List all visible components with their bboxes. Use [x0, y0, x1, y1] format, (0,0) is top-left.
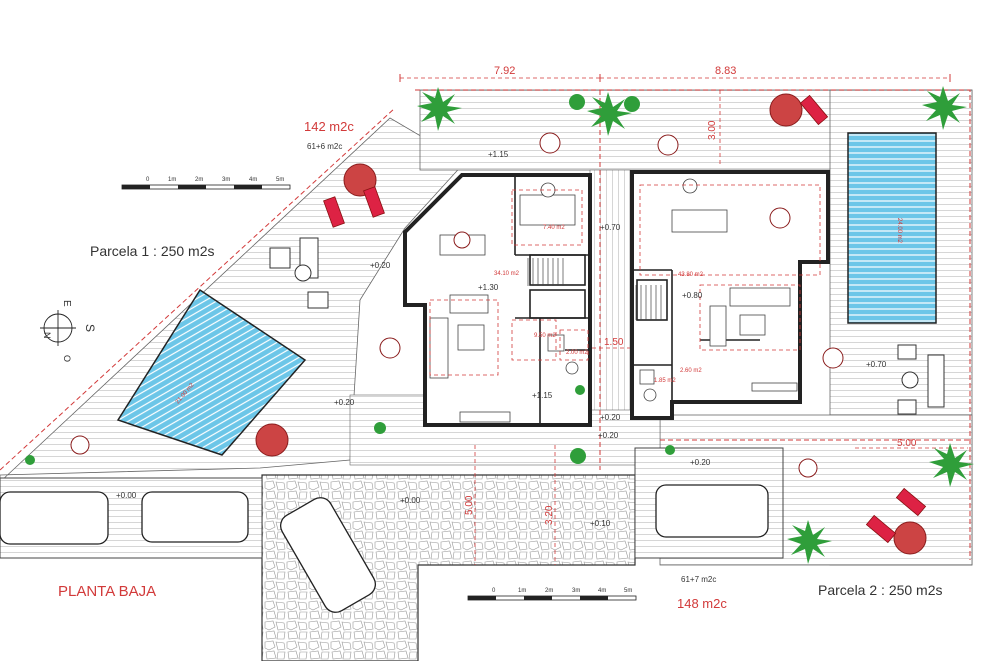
dimension-ticks: [399, 74, 951, 82]
house-2-furniture: [639, 178, 798, 402]
area-1-built: 142 m2c: [304, 119, 354, 134]
room-living-2: 43.80 m2: [678, 272, 704, 278]
room-kitchen-1: 7.40 m2: [543, 225, 565, 231]
scale-1-ticks: 0 1m 2m 3m 4m 5m: [146, 177, 284, 183]
area-1-sub: 61+6 m2c: [307, 142, 342, 151]
compass-e: E: [61, 300, 72, 307]
cars: [0, 484, 769, 613]
pool-parcela-1: [116, 288, 307, 456]
level-6: +0.20: [334, 398, 355, 407]
compass-n: N: [42, 332, 52, 339]
level-8: +0.20: [600, 413, 621, 422]
level-5: +0.80: [682, 291, 703, 300]
scale-bar-2: [467, 595, 637, 601]
plan-title: PLANTA BAJA: [58, 583, 156, 600]
scale-2-ticks: 0 1m 2m 3m 4m 5m: [492, 588, 632, 594]
palm-plants: [25, 86, 974, 564]
area-2-sub: 61+7 m2c: [681, 575, 716, 584]
svg-text:0: 0: [146, 177, 150, 183]
level-3: +0.20: [370, 261, 391, 270]
umbrella-tables: [70, 93, 927, 555]
svg-text:2m: 2m: [195, 177, 203, 183]
svg-text:1m: 1m: [168, 177, 176, 183]
level-14: +0.20: [598, 431, 619, 440]
scale-bar-1: [121, 184, 291, 190]
deck-divider-strip: [589, 169, 631, 411]
level-13: +0.20: [690, 458, 711, 467]
boundary-top: [415, 89, 971, 560]
level-12: +0.10: [590, 519, 611, 528]
parcela-2-label: Parcela 2 : 250 m2s: [818, 582, 943, 598]
svg-text:4m: 4m: [249, 177, 257, 183]
svg-text:4m: 4m: [598, 588, 606, 594]
level-2: +0.70: [600, 223, 621, 232]
room-living-1: 34.10 m2: [494, 271, 520, 277]
level-4: +1.30: [478, 283, 499, 292]
svg-text:3m: 3m: [222, 177, 230, 183]
pool-parcela-2: [847, 132, 937, 324]
svg-text:3m: 3m: [572, 588, 580, 594]
deck-parcela-1: [0, 117, 466, 483]
svg-text:2m: 2m: [545, 588, 553, 594]
level-10: +0.00: [116, 491, 137, 500]
level-11: +0.00: [400, 496, 421, 505]
room-wc-1b: 2.00 m2: [566, 350, 588, 356]
svg-text:5m: 5m: [624, 588, 632, 594]
svg-text:0: 0: [492, 588, 496, 594]
dim-vertical-300: 3.00: [707, 120, 718, 140]
svg-text:1m: 1m: [518, 588, 526, 594]
stairs: [527, 258, 662, 320]
area-2-built: 148 m2c: [677, 596, 727, 611]
compass-o: O: [62, 355, 72, 362]
house-1-interior: [514, 175, 590, 425]
dim-pool-offset: 5.00: [897, 438, 917, 449]
dim-top-right: 8.83: [715, 65, 736, 77]
dim-top-left: 7.92: [494, 65, 515, 77]
room-wc-2b: 2.60 m2: [680, 368, 702, 374]
dim-mid-150: 1.50: [604, 337, 624, 348]
compass-icon: [40, 310, 76, 346]
dim-drive-320: 3.20: [544, 505, 555, 525]
boundary-diagonal: [0, 107, 396, 471]
room-dashes: [400, 77, 968, 565]
dim-drive-500: 5.00: [464, 495, 475, 515]
svg-text:5m: 5m: [276, 177, 284, 183]
outdoor-furniture: [269, 237, 945, 415]
level-1: +1.15: [488, 150, 509, 159]
pool-2-area: 24.00 m2: [896, 218, 902, 244]
parcela-1-label: Parcela 1 : 250 m2s: [90, 243, 215, 259]
level-9: +0.70: [866, 360, 887, 369]
room-wc-1a: 9.50 m2: [534, 333, 556, 339]
room-wc-2a: 1.85 m2: [654, 378, 676, 384]
lounge-chairs: [323, 94, 927, 544]
compass-s: S: [83, 324, 97, 332]
level-7: +1.15: [532, 391, 553, 400]
